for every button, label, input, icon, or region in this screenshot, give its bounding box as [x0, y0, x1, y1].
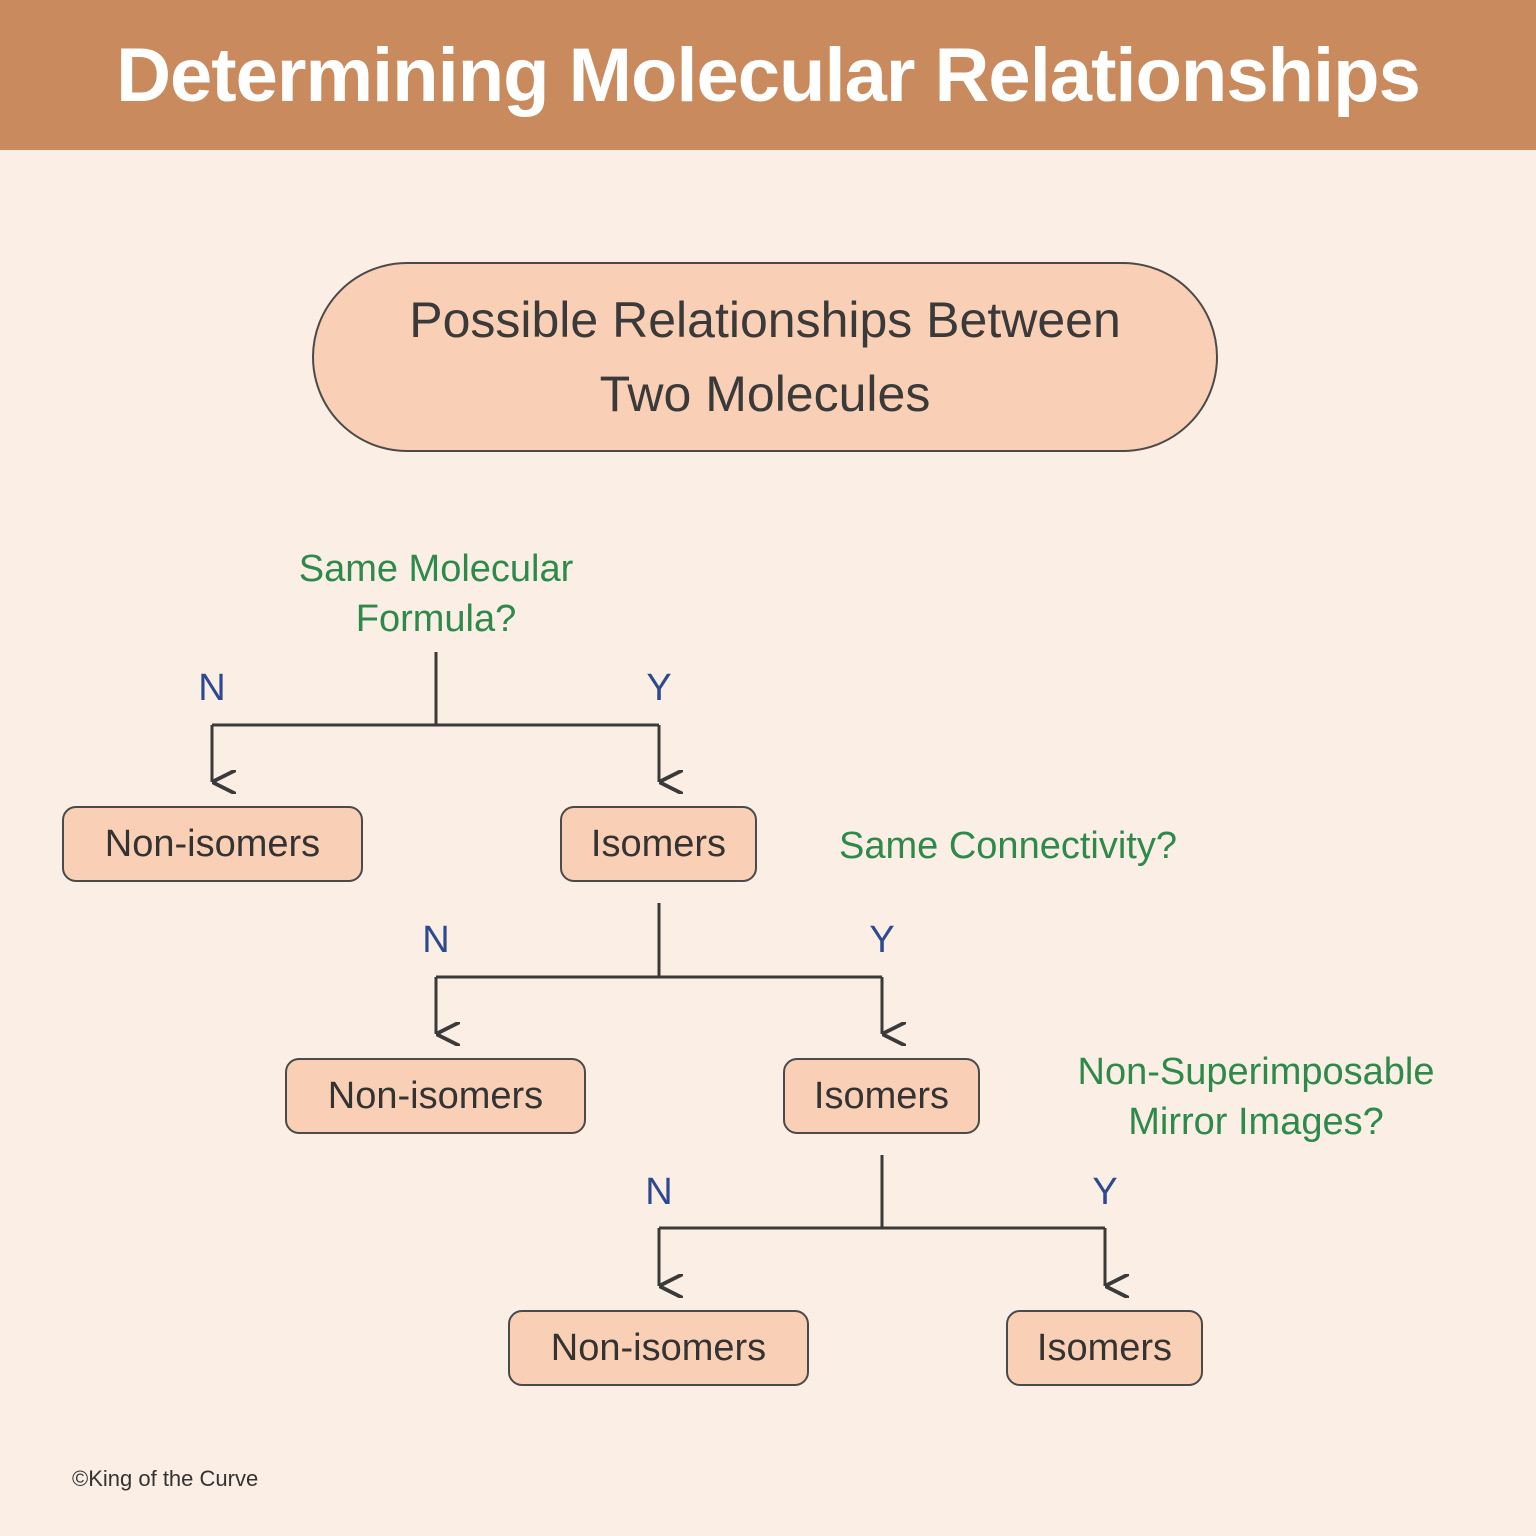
start-node-line-1: Possible Relationships Between [409, 292, 1121, 348]
question-1-line-1: Same Molecular [298, 548, 574, 590]
result-non-isomers-1: Non-isomers [62, 806, 363, 882]
page-title: Determining Molecular Relationships [116, 32, 1421, 118]
question-same-formula: Same Molecular Formula? [236, 544, 636, 644]
question-3-line-1: Non-Superimposable [1077, 1051, 1435, 1093]
question-3-line-2: Mirror Images? [1128, 1101, 1384, 1143]
yes-label-3: Y [1092, 1171, 1118, 1213]
question-2-line-1: Same Connectivity? [839, 825, 1177, 867]
result-non-isomers-2: Non-isomers [285, 1058, 586, 1134]
copyright-notice: ©King of the Curve [72, 1466, 259, 1491]
question-mirror-images: Non-Superimposable Mirror Images? [1036, 1047, 1476, 1147]
no-label-1: N [198, 667, 226, 709]
result-isomers-2: Isomers [783, 1058, 980, 1134]
branch-connector-3 [657, 1155, 1105, 1286]
branch-connector-1 [210, 652, 659, 782]
start-node-line-2: Two Molecules [599, 366, 931, 422]
result-isomers-3: Isomers [1006, 1310, 1203, 1386]
header-bar: Determining Molecular Relationships [0, 0, 1536, 150]
question-same-connectivity: Same Connectivity? [808, 821, 1208, 871]
yes-label-1: Y [646, 667, 672, 709]
result-non-isomers-3: Non-isomers [508, 1310, 809, 1386]
question-1-line-2: Formula? [355, 598, 517, 640]
no-label-2: N [422, 919, 450, 961]
start-node: Possible Relationships Between Two Molec… [312, 262, 1218, 452]
no-label-3: N [645, 1171, 673, 1213]
branch-connector-2 [434, 903, 882, 1034]
yes-label-2: Y [869, 919, 895, 961]
result-isomers-1: Isomers [560, 806, 757, 882]
